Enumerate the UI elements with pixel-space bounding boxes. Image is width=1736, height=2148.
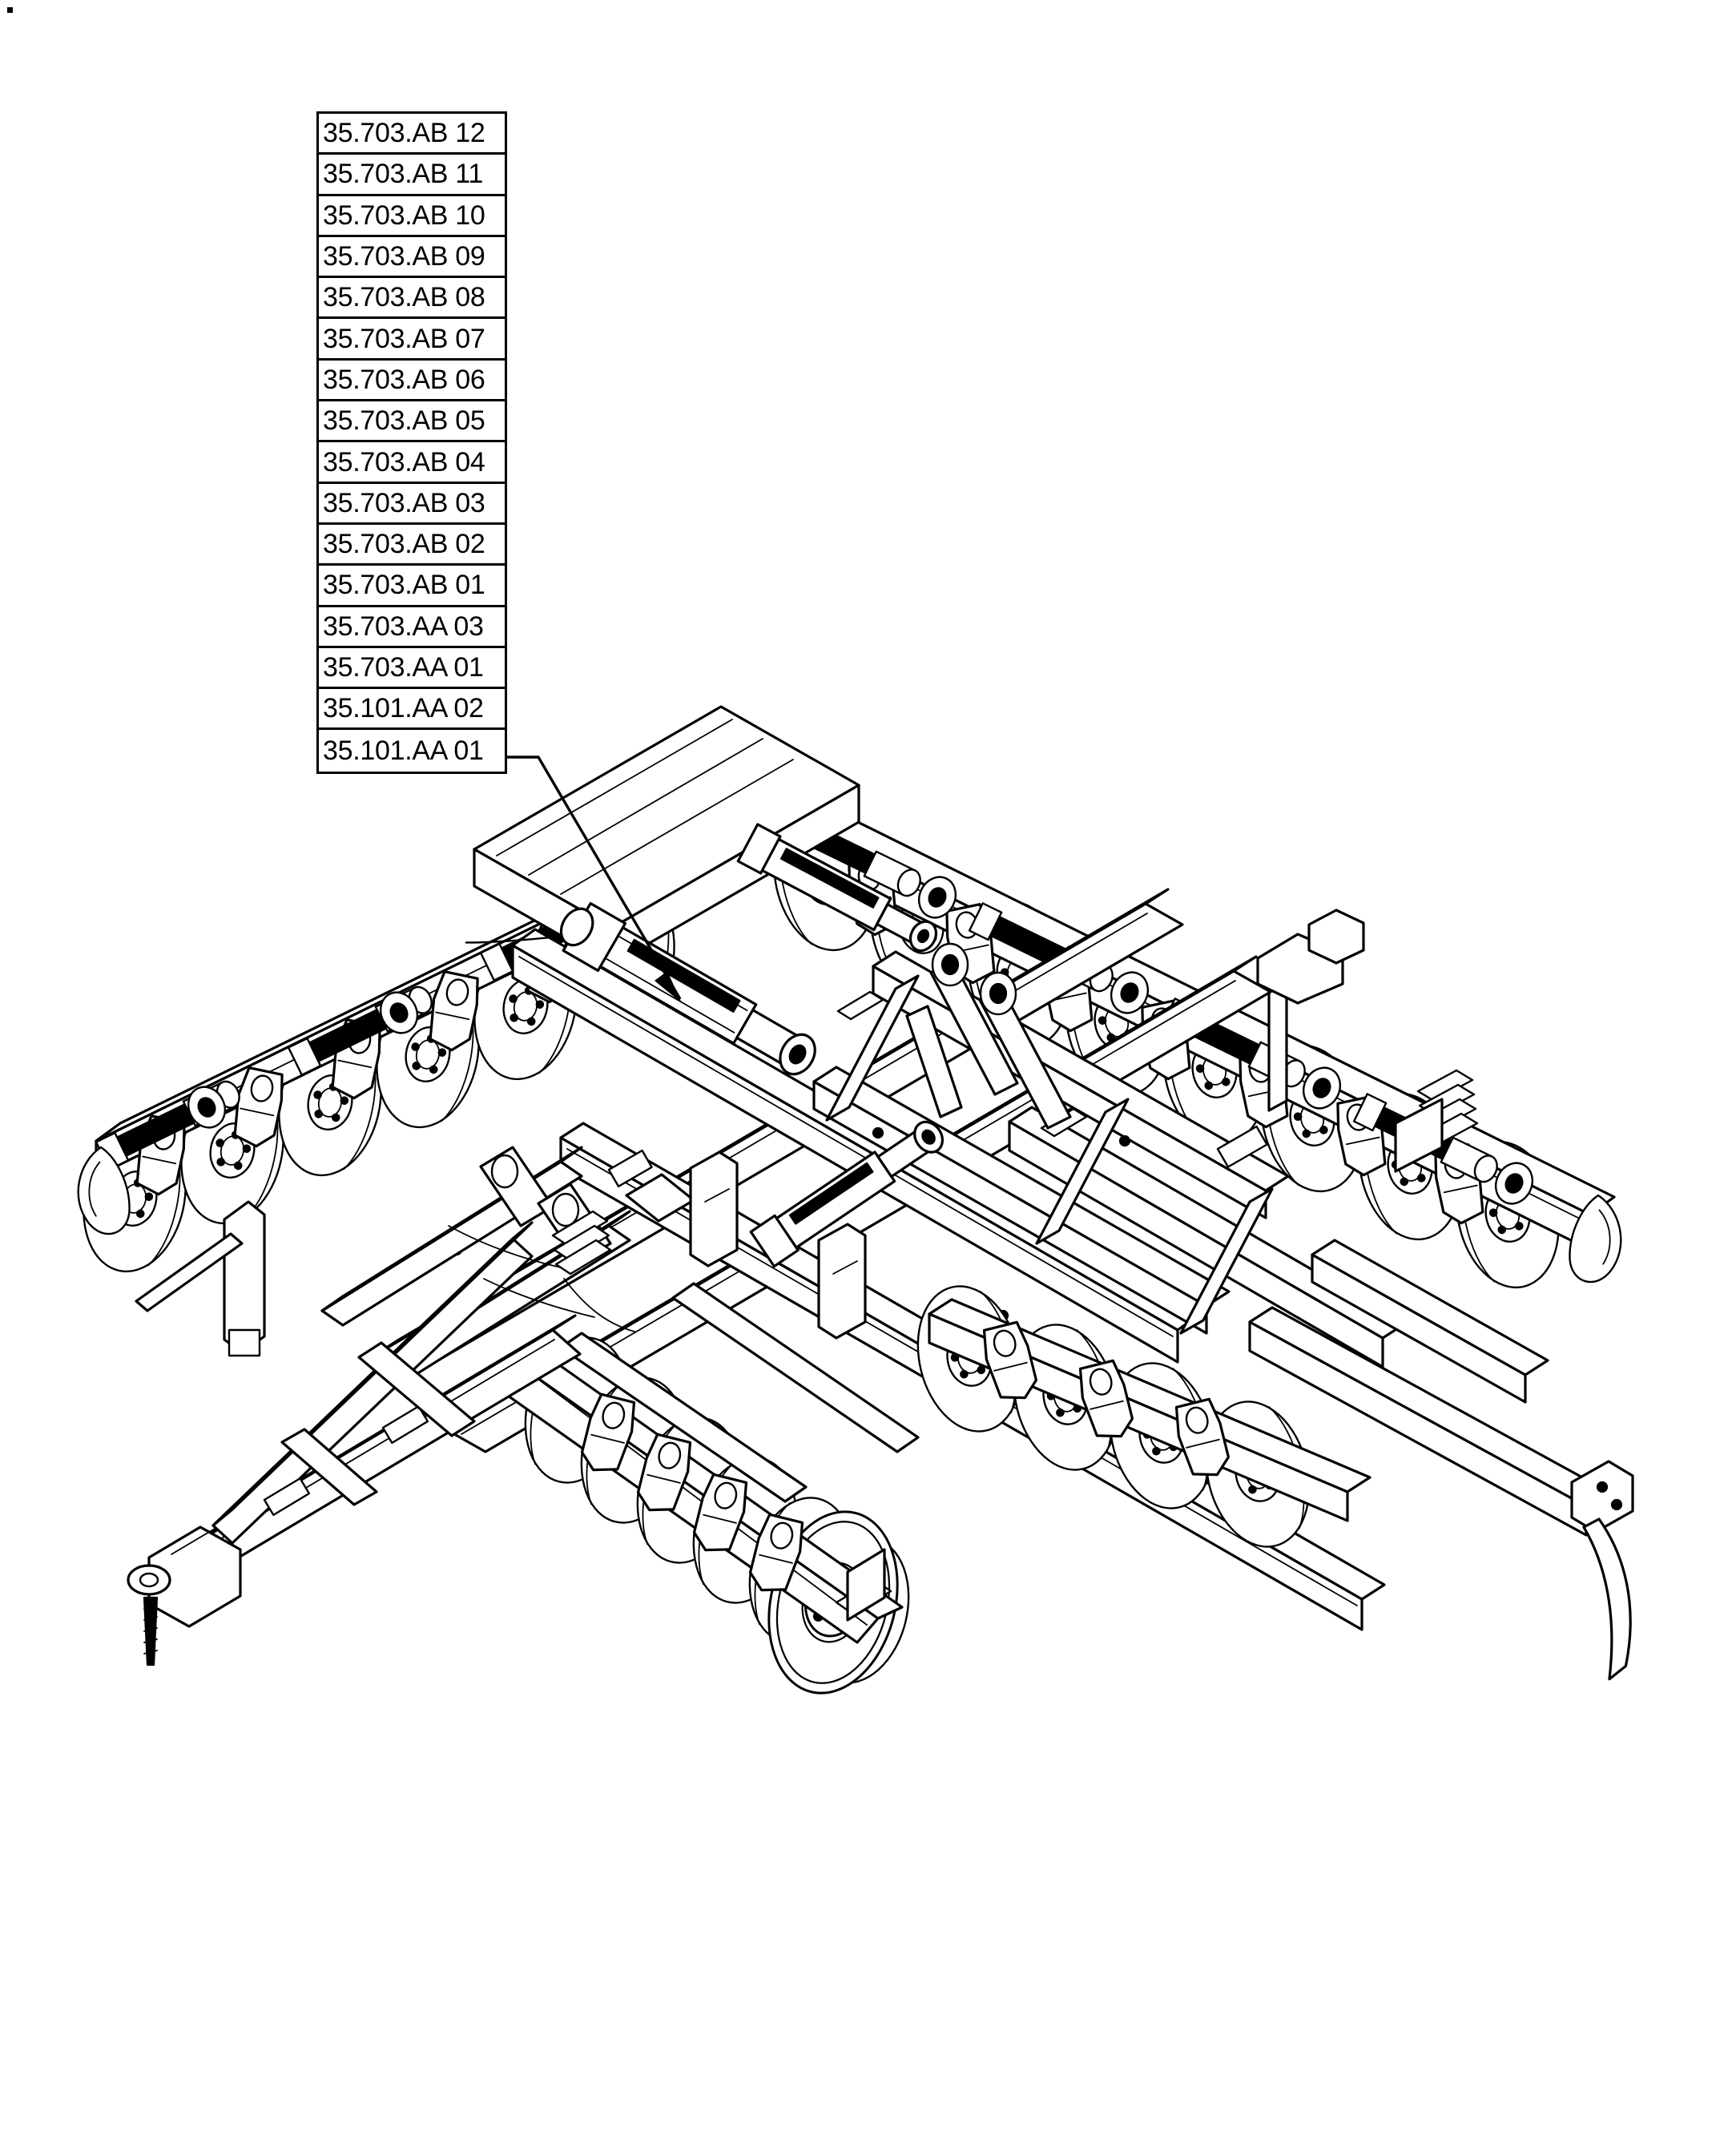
part-code-label: 35.703.AB 05 <box>323 405 485 437</box>
front-right-disc-gang <box>902 1274 1371 1559</box>
part-code-label: 35.703.AB 06 <box>323 364 485 395</box>
drawbar-hitch <box>127 1200 582 1666</box>
part-code-label: 35.703.AB 12 <box>323 118 485 149</box>
part-code-label: 35.101.AA 02 <box>323 693 484 724</box>
table-row[interactable]: 35.703.AA 01 <box>319 647 505 690</box>
hydraulic-hose-bundle-center <box>551 1210 635 1332</box>
part-code-label: 35.703.AB 02 <box>323 529 485 560</box>
right-wing-frame <box>1248 1239 1639 1682</box>
lift-linkage-center <box>905 942 1072 1130</box>
wing-fold-cylinder-left <box>749 1120 945 1268</box>
part-code-label: 35.703.AB 08 <box>323 282 485 313</box>
table-row[interactable]: 35.703.AB 11 <box>319 155 505 196</box>
registration-tick-icon <box>7 7 13 13</box>
table-row[interactable]: 35.703.AB 03 <box>319 483 505 525</box>
part-code-label: 35.703.AB 09 <box>323 241 485 272</box>
part-code-label: 35.703.AA 01 <box>323 652 484 683</box>
table-row[interactable]: 35.703.AB 06 <box>319 360 505 402</box>
part-code-label: 35.703.AB 11 <box>323 159 483 190</box>
table-row[interactable]: 35.703.AB 07 <box>319 319 505 361</box>
callout-leader-line <box>507 756 682 1000</box>
table-row[interactable]: 35.703.AB 12 <box>319 114 505 155</box>
part-code-label: 35.703.AB 01 <box>323 570 485 601</box>
part-code-label: 35.703.AB 10 <box>323 199 485 231</box>
table-row[interactable]: 35.703.AB 02 <box>319 524 505 566</box>
center-support-legs <box>689 1151 867 1340</box>
table-row[interactable]: 35.101.AA 01 <box>319 730 505 772</box>
table-row[interactable]: 35.703.AB 10 <box>319 195 505 237</box>
callout-arrowhead <box>655 971 682 1003</box>
part-code-label: 35.703.AB 03 <box>323 487 485 518</box>
table-row[interactable]: 35.703.AA 03 <box>319 607 505 648</box>
part-code-label: 35.703.AB 07 <box>323 323 485 354</box>
table-row[interactable]: 35.703.AB 01 <box>319 566 505 607</box>
wing-fold-cylinder-upper <box>736 823 938 953</box>
part-code-label: 35.703.AA 03 <box>323 611 484 642</box>
table-row[interactable]: 35.703.AB 04 <box>319 442 505 484</box>
table-row[interactable]: 35.101.AA 02 <box>319 689 505 731</box>
table-row[interactable]: 35.703.AB 09 <box>319 236 505 279</box>
part-code-label: 35.703.AB 04 <box>323 446 485 478</box>
table-row[interactable]: 35.703.AB 05 <box>319 401 505 443</box>
part-code-label: 35.101.AA 01 <box>323 735 484 767</box>
table-row[interactable]: 35.703.AB 08 <box>319 278 505 320</box>
part-section-reference-table: 35.703.AB 12 35.703.AB 11 35.703.AB 10 3… <box>316 111 507 774</box>
front-left-disc-gang <box>506 1282 924 1695</box>
